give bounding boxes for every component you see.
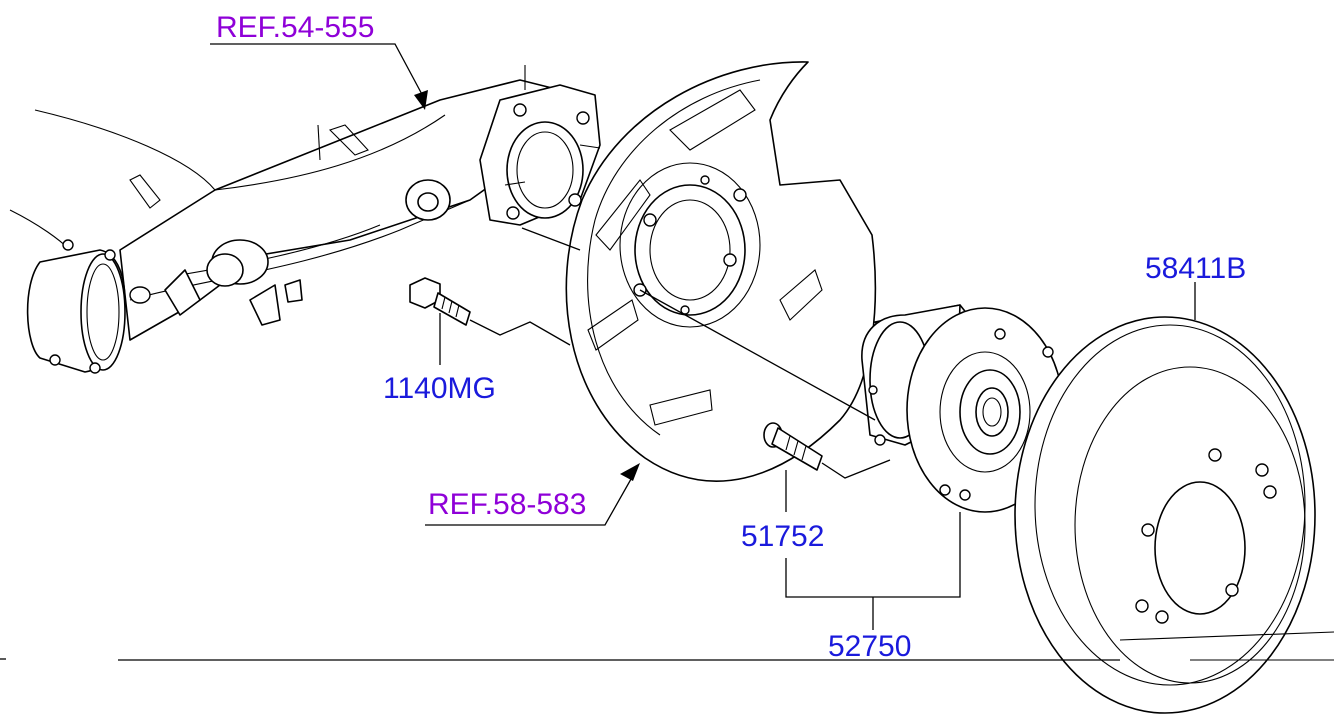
- ref-label-axle[interactable]: REF.54-555: [216, 11, 374, 44]
- part-label-hub-assembly[interactable]: 52750: [828, 630, 911, 663]
- part-label-wheel-stud[interactable]: 51752: [741, 520, 824, 553]
- wheel-stud: [763, 422, 823, 471]
- spindle-flange-bracket: [479, 84, 601, 226]
- leader-lines: [0, 43, 1196, 661]
- ref-label-backing-plate[interactable]: REF.58-583: [428, 488, 586, 521]
- flange-bolt: [409, 277, 471, 326]
- rear-axle-beam: [9, 65, 561, 341]
- part-label-bolt[interactable]: 1140MG: [383, 372, 496, 405]
- part-labels: REF.54-555 REF.58-583 1140MG 51752 52750…: [216, 11, 1246, 663]
- brake-backing-plate: [565, 61, 877, 482]
- part-label-brake-disc[interactable]: 58411B: [1145, 252, 1246, 285]
- trailing-arm-bushing: [26, 239, 151, 374]
- brake-disc: [1014, 316, 1334, 714]
